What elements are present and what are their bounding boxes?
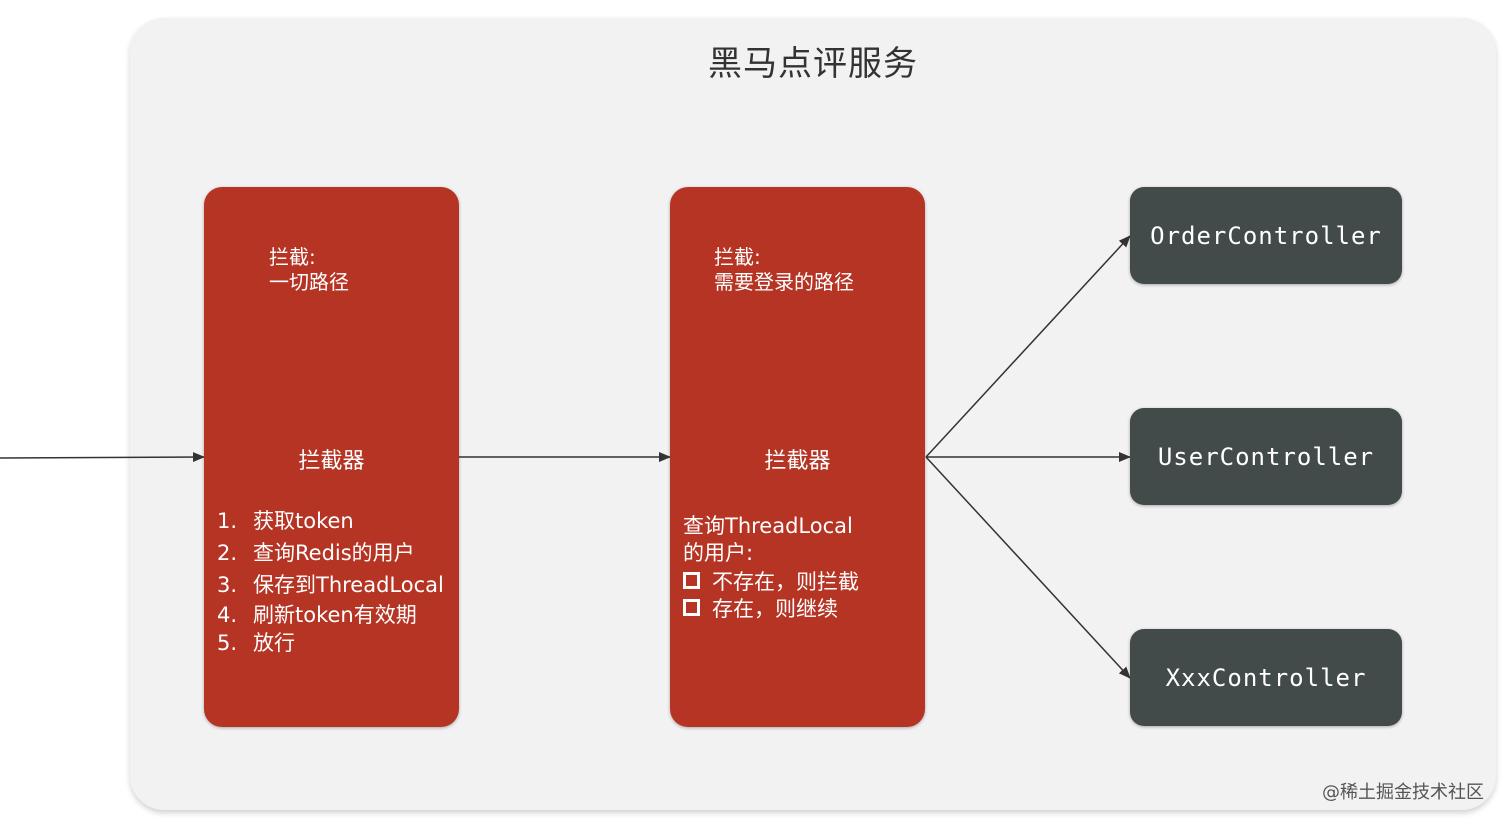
interceptor-name: 拦截器 <box>298 449 365 474</box>
checkbox-icon <box>683 572 700 589</box>
step-text: 保存到ThreadLocal <box>253 573 444 597</box>
step-item: 4. 刷新token有效期 <box>217 601 444 629</box>
step-text: 放行 <box>253 631 295 655</box>
scope-value: 需要登录的路径 <box>714 270 854 294</box>
step-item: 3. 保存到ThreadLocal <box>217 569 444 601</box>
step-number: 4. <box>217 603 238 627</box>
step-text: 刷新token有效期 <box>253 603 417 627</box>
step-item: 5. 放行 <box>217 629 444 657</box>
order-controller: OrderController <box>1130 187 1402 284</box>
step-number: 1. <box>217 509 238 533</box>
arrow-to-order <box>925 235 1131 458</box>
interceptor-scope: 拦截: 一切路径 <box>269 245 349 295</box>
step-text: 获取token <box>253 509 354 533</box>
step-item: 1. 获取token <box>217 505 444 537</box>
interceptor-name: 拦截器 <box>764 449 831 474</box>
scope-value: 一切路径 <box>269 270 349 294</box>
option-text: 不存在，则拦截 <box>712 569 859 594</box>
arrow-to-xxx <box>925 456 1131 679</box>
step-text: 查询Redis的用户 <box>253 541 415 565</box>
step-number: 5. <box>217 631 238 655</box>
description-line: 查询ThreadLocal <box>683 514 853 538</box>
checkbox-icon <box>683 599 700 616</box>
interceptor-description: 查询ThreadLocal 的用户: 不存在，则拦截 存在，则继续 <box>683 513 859 621</box>
step-item: 2. 查询Redis的用户 <box>217 537 444 569</box>
user-controller: UserController <box>1130 408 1402 505</box>
interceptor-refresh-token: 拦截: 一切路径 拦截器 1. 获取token 2. 查询Redis的用户 3. 保存… <box>204 187 459 727</box>
xxx-controller: XxxController <box>1130 629 1402 726</box>
scope-label: 拦截: <box>714 245 761 269</box>
service-title: 黑马点评服务 <box>708 44 918 84</box>
interceptor-login: 拦截: 需要登录的路径 拦截器 查询ThreadLocal 的用户: 不存在，则… <box>670 187 925 727</box>
option-item: 存在，则继续 <box>683 594 859 621</box>
interceptor-scope: 拦截: 需要登录的路径 <box>714 245 854 295</box>
option-item: 不存在，则拦截 <box>683 567 859 594</box>
option-text: 存在，则继续 <box>712 596 838 621</box>
interceptor-steps: 1.获取token 2.查询Redis的用户 3.保存到ThreadLocal … <box>217 505 444 657</box>
arrow-request-in <box>0 452 205 463</box>
step-number: 2. <box>217 541 238 565</box>
description-line: 的用户: <box>683 541 754 565</box>
step-number: 3. <box>217 573 238 597</box>
watermark: @稀土掘金技术社区 <box>1322 782 1484 803</box>
scope-label: 拦截: <box>269 245 316 269</box>
